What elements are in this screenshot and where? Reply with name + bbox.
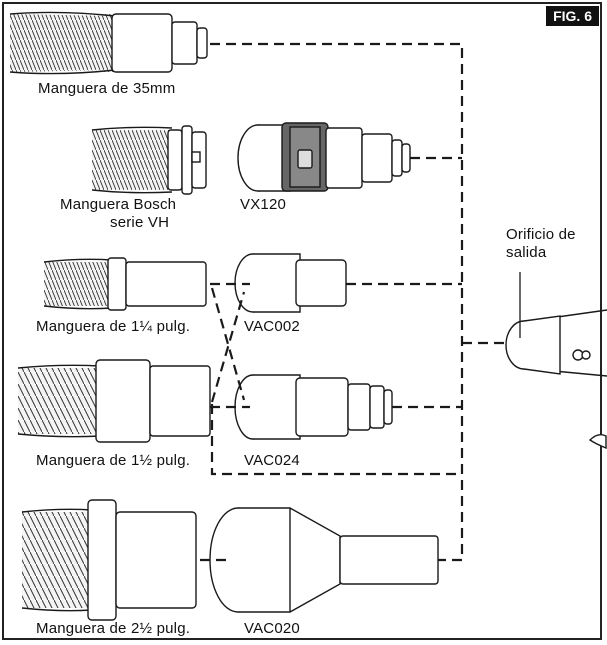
hose-2-5 bbox=[21, 499, 197, 621]
label-hose-1-5: Manguera de 1½ pulg. bbox=[36, 452, 191, 469]
adapter-vac020 bbox=[209, 507, 439, 613]
hose-35mm bbox=[9, 11, 208, 75]
hose-1-25 bbox=[43, 257, 207, 311]
outlet-port bbox=[505, 309, 607, 450]
hose-bosch-vh bbox=[91, 125, 207, 195]
connector-lines bbox=[200, 42, 506, 562]
label-outlet: Orificio de bbox=[506, 226, 576, 243]
label-adapter-vac020: VAC020 bbox=[244, 620, 300, 637]
label-hose-bosch-series: serie VH bbox=[110, 214, 170, 231]
adapter-vx120 bbox=[237, 122, 411, 192]
label-adapter-vx120: VX120 bbox=[240, 196, 287, 213]
label-adapter-vac002: VAC002 bbox=[244, 318, 300, 335]
label-outlet-line2: salida bbox=[506, 244, 547, 261]
hose-1-5 bbox=[17, 359, 211, 443]
label-hose-35mm: Manguera de 35mm bbox=[38, 80, 176, 97]
label-adapter-vac024: VAC024 bbox=[244, 452, 300, 469]
label-hose-bosch: Manguera Bosch bbox=[60, 196, 177, 213]
adapter-vac002 bbox=[234, 253, 347, 313]
label-hose-2-5: Manguera de 2½ pulg. bbox=[36, 620, 191, 637]
figure-label: FIG. 6 bbox=[546, 6, 599, 26]
adapter-vac024 bbox=[234, 374, 393, 440]
label-hose-1-25: Manguera de 1¼ pulg. bbox=[36, 318, 191, 335]
